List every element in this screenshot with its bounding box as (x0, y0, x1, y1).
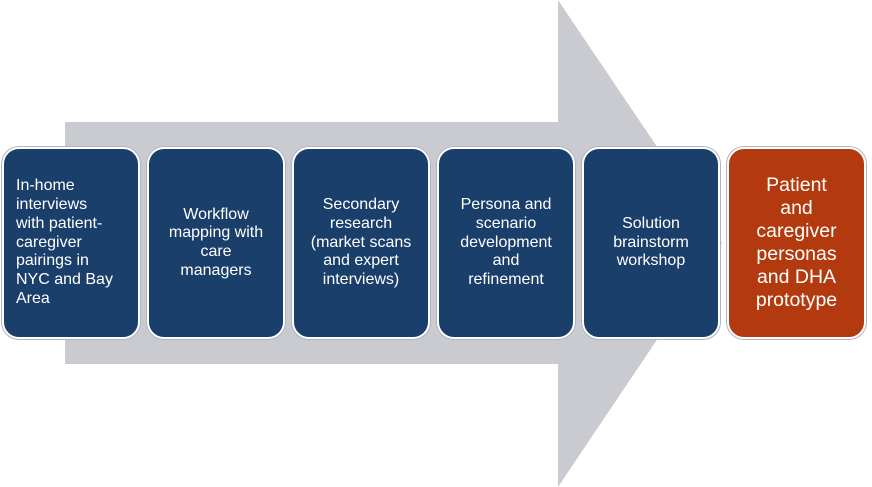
step-secondary-research: Secondary research (market scans and exp… (292, 147, 430, 339)
step-persona-development: Persona and scenario development and ref… (437, 147, 575, 339)
step-workflow-mapping: Workflow mapping with care managers (147, 147, 285, 339)
step-label: In-home interviews with patient- caregiv… (16, 177, 113, 307)
step-label: Solution brainstorm workshop (613, 214, 689, 270)
step-label: Secondary research (market scans and exp… (310, 196, 412, 289)
result-label: Patient and caregiver personas and DHA p… (755, 174, 838, 311)
step-label: Workflow mapping with care managers (168, 205, 264, 279)
result-personas-prototype: Patient and caregiver personas and DHA p… (727, 147, 866, 339)
step-solution-brainstorm: Solution brainstorm workshop (582, 147, 720, 339)
step-label: Persona and scenario development and ref… (460, 196, 552, 289)
step-in-home-interviews: In-home interviews with patient- caregiv… (2, 147, 140, 339)
